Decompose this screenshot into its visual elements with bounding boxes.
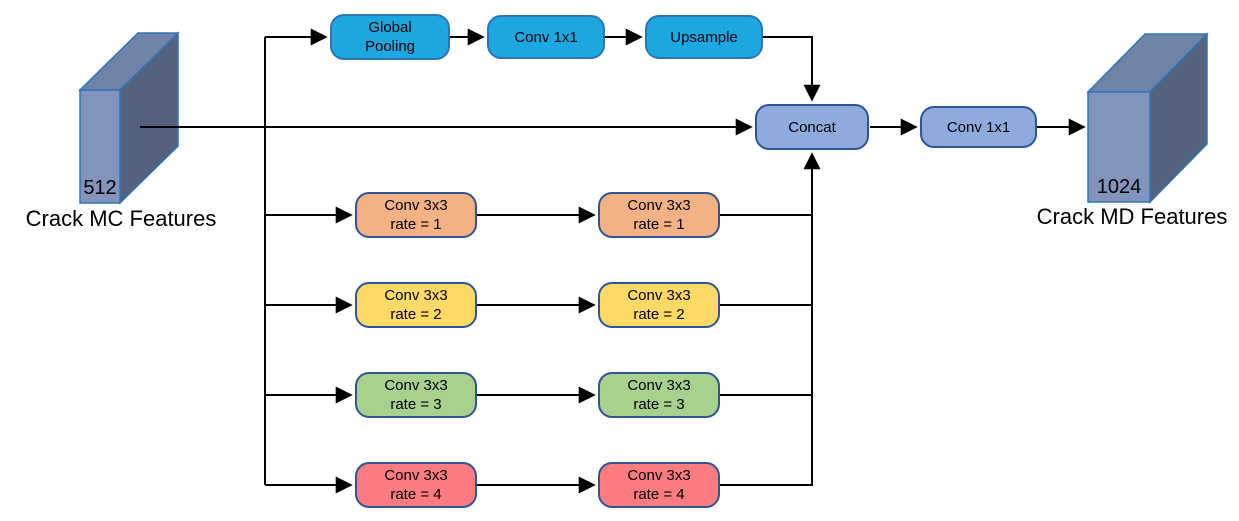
node-label-line2: rate = 2 xyxy=(390,306,442,323)
node-label-line1: Conv 3x3 xyxy=(627,287,691,304)
input-caption: Crack MC Features xyxy=(25,206,217,231)
node-label-line2: rate = 2 xyxy=(633,306,685,323)
conv1x1-top-node: Conv 1x1 xyxy=(487,15,605,59)
conv3x3-rate1-stage1-node: Conv 3x3 rate = 1 xyxy=(355,192,477,238)
input-channels-label: 512 xyxy=(83,177,117,199)
conv1x1-output-label: Conv 1x1 xyxy=(946,118,1011,136)
node-label-line2: rate = 1 xyxy=(633,216,685,233)
node-label-line1: Conv 3x3 xyxy=(384,197,448,214)
conv3x3-rate3-stage2-node: Conv 3x3 rate = 3 xyxy=(598,372,720,418)
arrow-upsample-to-concat xyxy=(763,36,821,102)
node-label-line1: Conv 3x3 xyxy=(384,467,448,484)
global-pooling-label-line2: Pooling xyxy=(364,38,416,55)
node-label-line2: rate = 3 xyxy=(633,396,685,413)
upsample-label: Upsample xyxy=(670,28,738,46)
concat-label: Concat xyxy=(788,118,836,136)
conv3x3-rate1-stage2-node: Conv 3x3 rate = 1 xyxy=(598,192,720,238)
node-label-line1: Conv 3x3 xyxy=(627,467,691,484)
conv3x3-rate2-stage1-node: Conv 3x3 rate = 2 xyxy=(355,282,477,328)
conv3x3-rate2-stage2-node: Conv 3x3 rate = 2 xyxy=(598,282,720,328)
node-label-line1: Conv 3x3 xyxy=(627,197,691,214)
conv3x3-rate3-stage1-node: Conv 3x3 rate = 3 xyxy=(355,372,477,418)
upsample-node: Upsample xyxy=(645,15,763,59)
conv3x3-rate4-stage2-node: Conv 3x3 rate = 4 xyxy=(598,462,720,508)
conv3x3-rate4-stage1-node: Conv 3x3 rate = 4 xyxy=(355,462,477,508)
node-label-line2: rate = 4 xyxy=(633,486,685,503)
conv1x1-output-node: Conv 1x1 xyxy=(920,106,1037,148)
global-pooling-label-line1: Global xyxy=(368,19,412,36)
conv1x1-top-label: Conv 1x1 xyxy=(514,28,578,46)
node-label-line1: Conv 3x3 xyxy=(627,377,691,394)
node-label-line2: rate = 4 xyxy=(390,486,442,503)
concat-node: Concat xyxy=(755,104,869,150)
node-label-line2: rate = 3 xyxy=(390,396,442,413)
node-label-line1: Conv 3x3 xyxy=(384,377,448,394)
node-label-line2: rate = 1 xyxy=(390,216,442,233)
output-feature-block-3d xyxy=(1086,32,1209,204)
output-caption: Crack MD Features xyxy=(1036,204,1228,229)
output-channels-label: 1024 xyxy=(1096,176,1142,198)
input-feature-block-3d xyxy=(78,31,180,205)
node-label-line1: Conv 3x3 xyxy=(384,287,448,304)
global-pooling-node: Global Pooling xyxy=(330,14,450,60)
